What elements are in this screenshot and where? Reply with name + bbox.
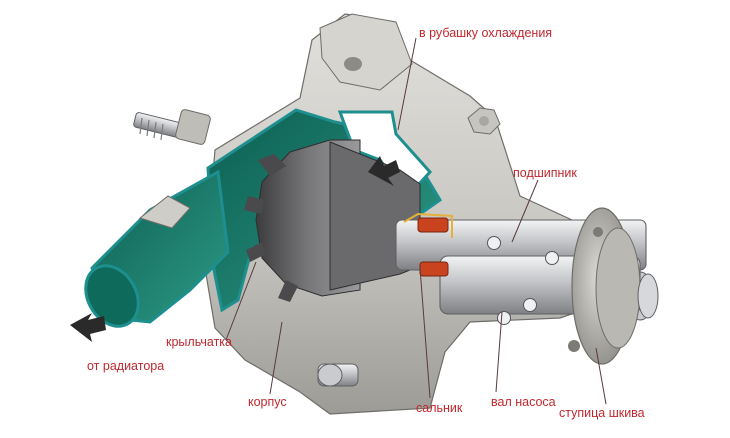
inlet-pipe-mouth	[84, 264, 140, 328]
leader-lines	[225, 37, 607, 405]
label-pulley-hub: ступица шкива	[559, 406, 645, 420]
stud-bolt	[133, 109, 211, 145]
seal	[403, 212, 453, 277]
label-housing: корпус	[248, 395, 287, 409]
pulley-hub	[568, 207, 659, 365]
arrow-right-icon	[70, 313, 106, 342]
inlet-flange-bracket	[138, 195, 191, 229]
label-to-cooling-jacket: в рубашку охлаждения	[419, 26, 553, 40]
arrow-up-right-icon	[368, 156, 400, 186]
bottom-stud	[317, 363, 359, 387]
outlet-flange	[319, 13, 413, 91]
bearing-balls	[487, 236, 559, 325]
label-impeller: крыльчатка	[166, 335, 232, 349]
flange-bolt-hole	[344, 57, 362, 71]
label-bearing: подшипник	[513, 166, 577, 180]
label-from-radiator: от радиатора	[87, 359, 165, 373]
label-pump-shaft: вал насоса	[491, 395, 556, 409]
side-bolt	[467, 107, 501, 135]
label-seal: сальник	[416, 401, 463, 415]
